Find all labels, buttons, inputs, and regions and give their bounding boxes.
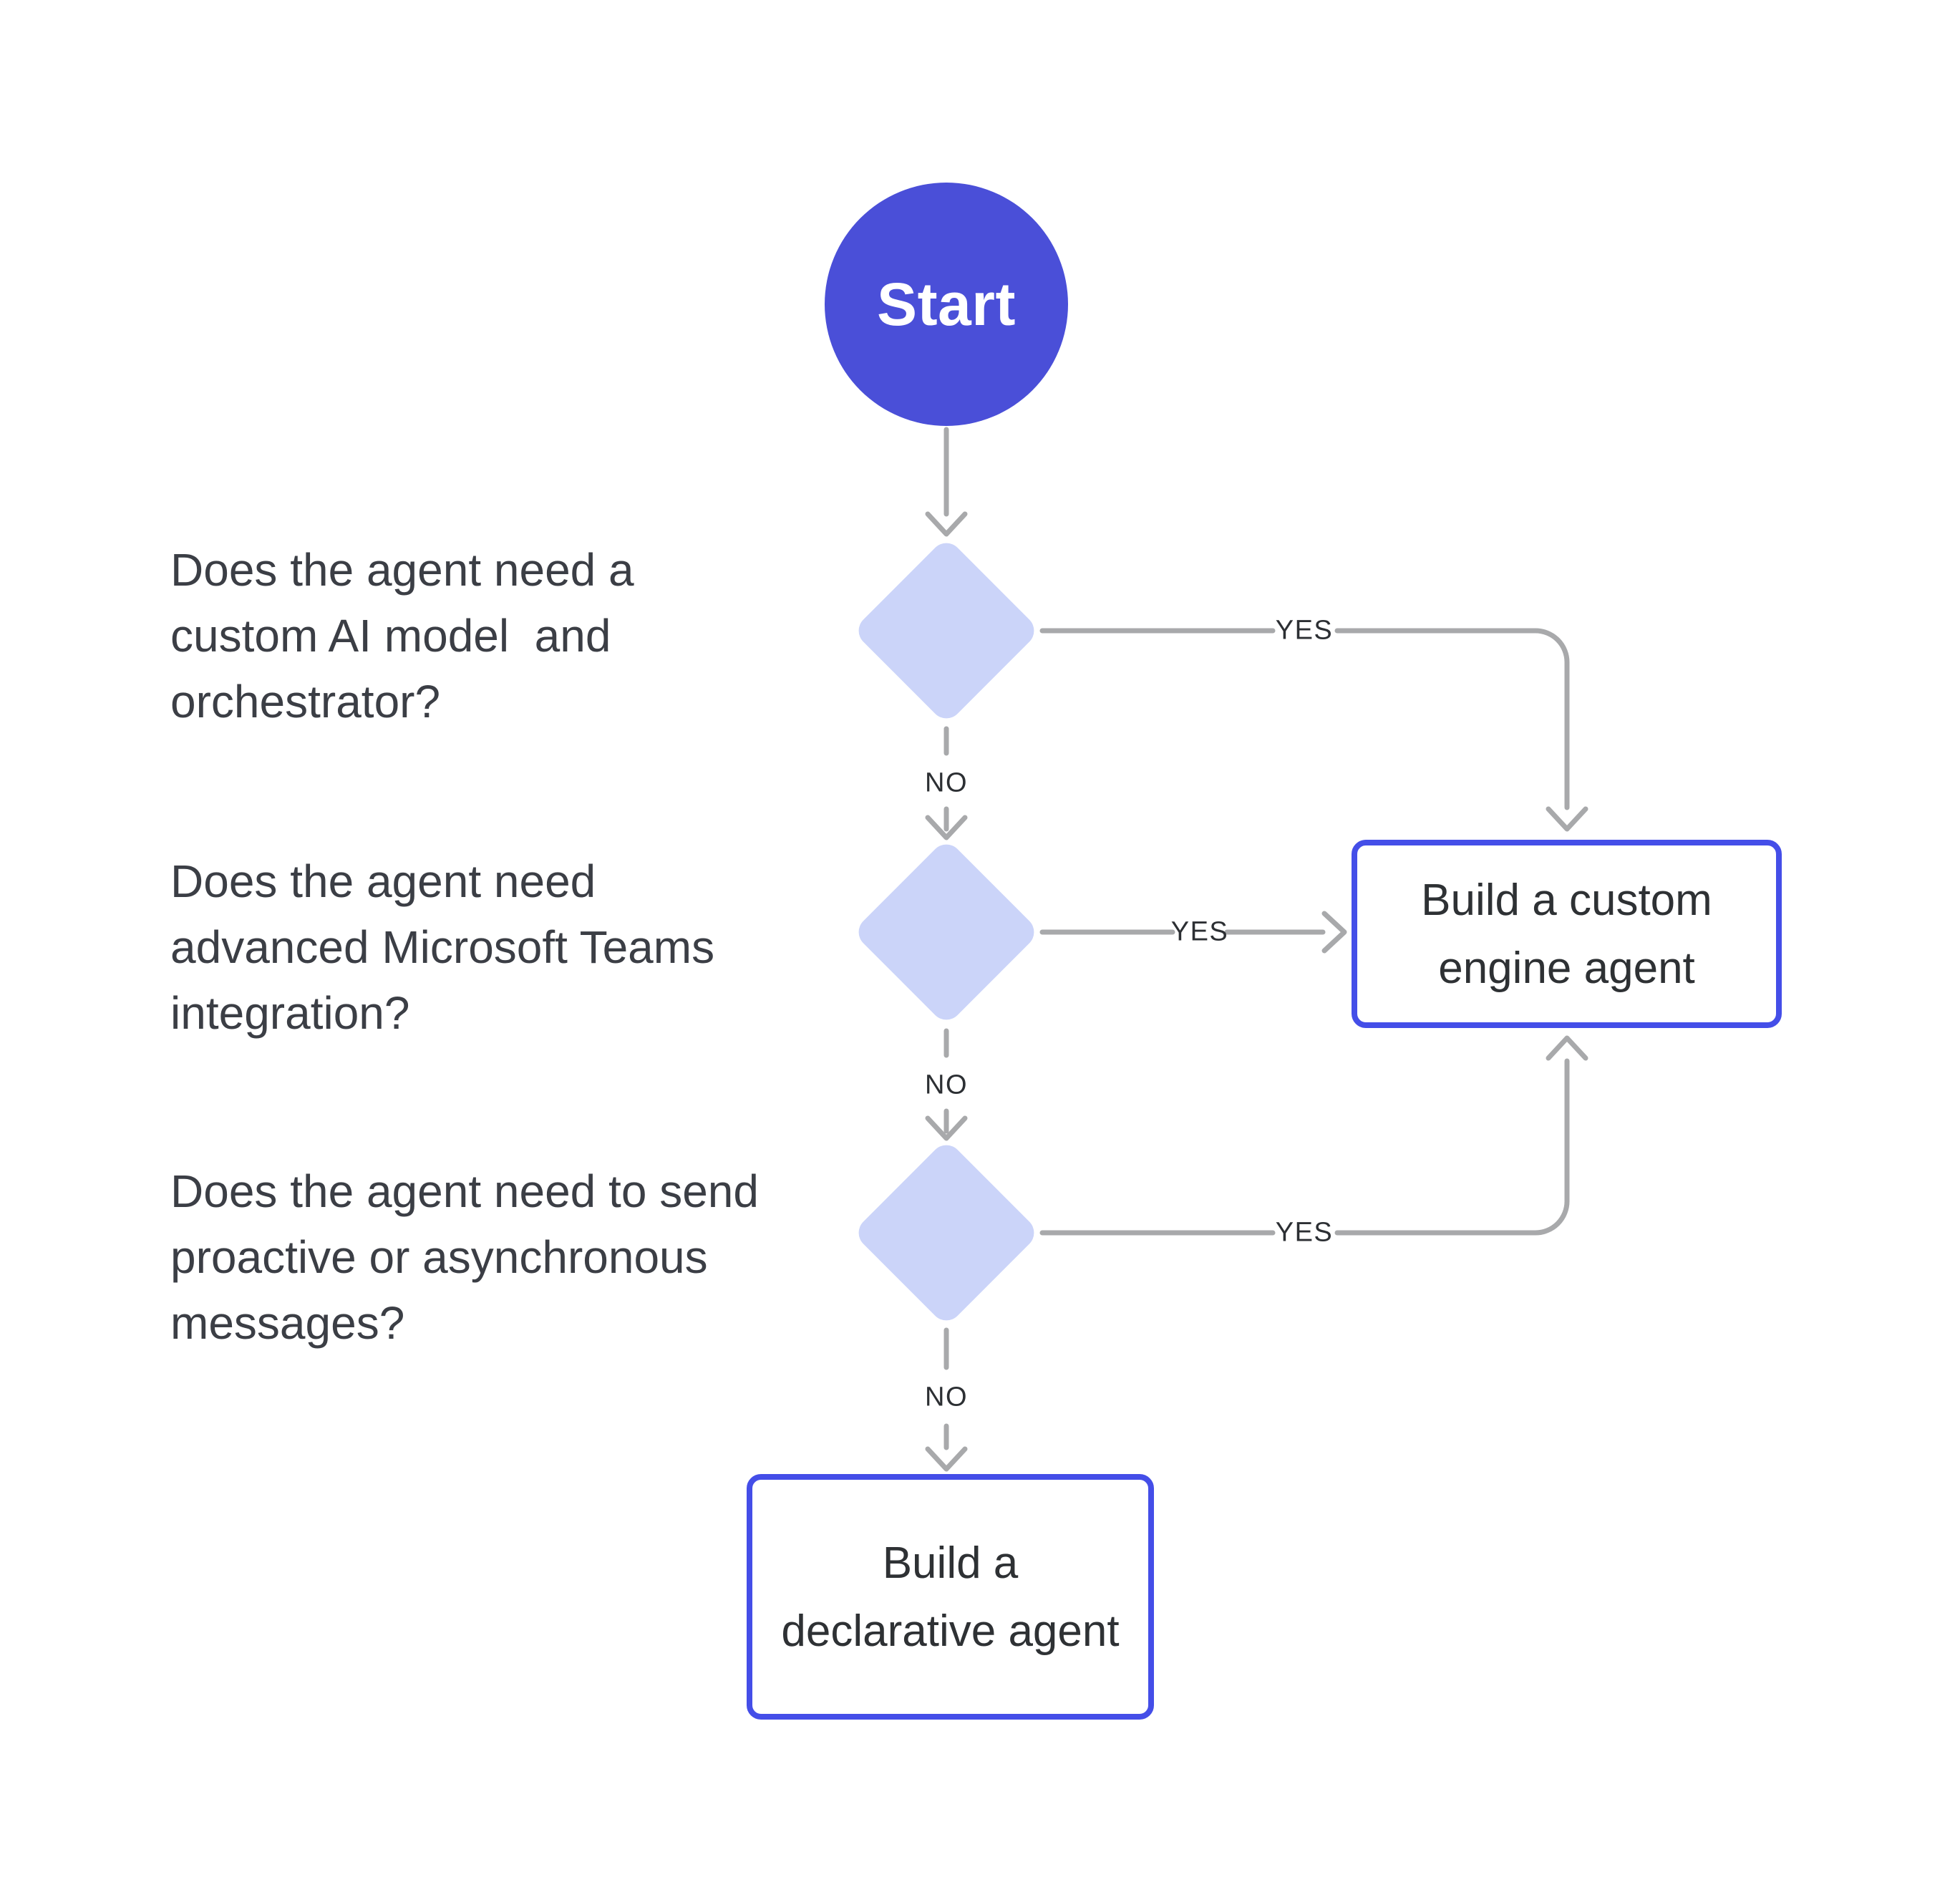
- arrowhead-chevron-icon: [925, 511, 968, 537]
- yes-label-1: YES: [1275, 615, 1334, 646]
- edge-decision-3-yes: [1039, 1035, 1588, 1236]
- start-node-label: Start: [877, 270, 1016, 338]
- question-line: orchestrator?: [170, 676, 441, 727]
- arrowhead-chevron-icon: [925, 815, 968, 840]
- question-1: Does the agent need a custom AI model an…: [170, 537, 634, 735]
- question-line: Does the agent need a: [170, 544, 634, 596]
- outcome-line: declarative agent: [781, 1606, 1120, 1656]
- question-2: Does the agent need advanced Microsoft T…: [170, 848, 714, 1046]
- arrowhead-chevron-icon: [925, 1115, 968, 1141]
- outcome-line: Build a custom: [1421, 875, 1712, 925]
- question-line: custom AI model and: [170, 610, 611, 661]
- no-label-3: NO: [925, 1382, 968, 1412]
- arrowhead-chevron-icon: [925, 1446, 968, 1472]
- question-line: Does the agent need to send: [170, 1165, 759, 1217]
- arrowhead-chevron-icon: [1546, 1035, 1588, 1061]
- question-line: Does the agent need: [170, 856, 596, 907]
- start-node: Start: [825, 183, 1068, 426]
- connector-line: [1334, 1058, 1570, 1236]
- arrowhead-chevron-icon: [1321, 911, 1347, 954]
- edge-start-to-decision-1: [925, 427, 968, 537]
- yes-label-3: YES: [1275, 1217, 1334, 1248]
- yes-label-2: YES: [1170, 916, 1229, 947]
- edge-decision-2-no: [925, 1028, 968, 1141]
- no-label-1: NO: [925, 767, 968, 798]
- edge-decision-2-yes: [1039, 911, 1347, 954]
- no-label-2: NO: [925, 1070, 968, 1100]
- outcome-box-declarative-agent: Build a declarative agent: [747, 1474, 1154, 1720]
- edge-decision-1-no: [925, 726, 968, 840]
- edge-decision-1-yes: [1039, 628, 1588, 832]
- question-line: proactive or asynchronous: [170, 1231, 708, 1283]
- question-line: messages?: [170, 1297, 405, 1349]
- outcome-line: Build a: [882, 1538, 1019, 1588]
- connector-line: [1334, 628, 1570, 810]
- question-line: advanced Microsoft Teams: [170, 921, 715, 973]
- question-line: integration?: [170, 987, 410, 1039]
- question-3: Does the agent need to send proactive or…: [170, 1158, 759, 1356]
- outcome-box-custom-engine-agent: Build a custom engine agent: [1352, 840, 1782, 1028]
- arrowhead-chevron-icon: [1546, 806, 1588, 832]
- outcome-line: engine agent: [1438, 943, 1695, 993]
- edge-decision-3-no: [925, 1327, 968, 1472]
